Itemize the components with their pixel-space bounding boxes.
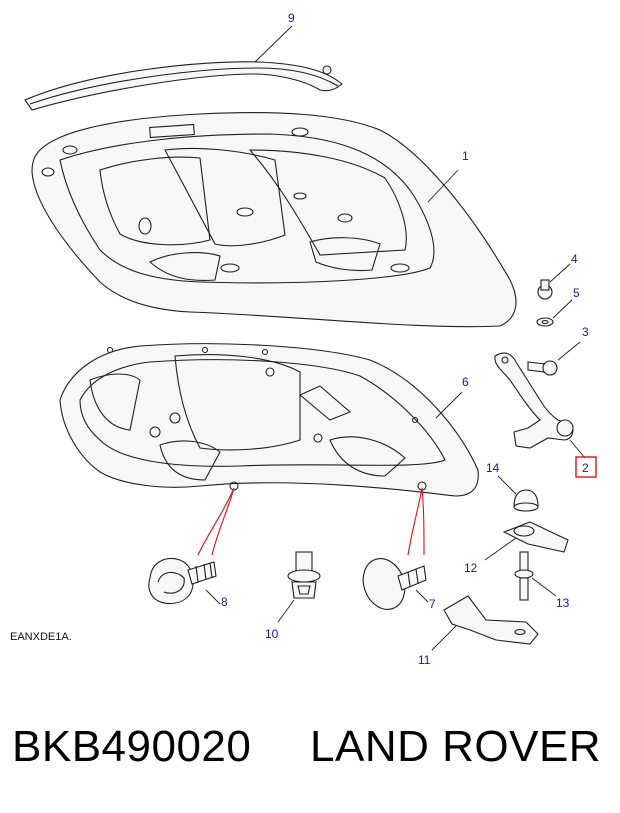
leader-7 <box>415 589 429 603</box>
callout-11: 11 <box>418 653 431 667</box>
callout-6: 6 <box>462 375 469 389</box>
part-7-push-clip <box>362 558 427 610</box>
callout-2: 2 <box>582 461 589 475</box>
part-8-clip <box>148 558 217 605</box>
leader-1 <box>427 169 459 203</box>
leader-2 <box>569 439 586 459</box>
part-number: BKB490020 <box>12 722 252 771</box>
part-13-stud <box>514 551 534 601</box>
parts-diagram: 9 1 <box>10 11 597 667</box>
part-3-screw <box>527 360 558 376</box>
part-11-bracket <box>443 595 539 645</box>
leader-9 <box>254 25 293 63</box>
leader-13 <box>531 577 557 597</box>
leader-3 <box>557 341 581 361</box>
leader-5 <box>552 299 573 319</box>
brand-name: LAND ROVER <box>310 722 602 771</box>
fixing-position-leaders <box>197 487 425 556</box>
highlighted-part-box <box>575 456 597 478</box>
part-6-inner-panel <box>59 343 479 497</box>
leader-10 <box>277 599 295 623</box>
leader-8 <box>205 589 221 605</box>
part-10-clip <box>287 551 321 599</box>
leader-12 <box>484 537 517 561</box>
callout-7: 7 <box>429 597 436 611</box>
leader-11 <box>431 625 457 651</box>
part-1-bonnet <box>31 112 517 328</box>
callout-14: 14 <box>486 461 500 475</box>
part-4-bolt <box>537 279 553 300</box>
callout-10: 10 <box>265 627 279 641</box>
part-14-cap-nut <box>513 489 539 512</box>
callout-8: 8 <box>221 595 228 609</box>
callout-3: 3 <box>582 325 589 339</box>
part-9-seal-strip <box>24 61 343 111</box>
leader-14 <box>497 475 517 495</box>
part-12-plate <box>502 521 569 553</box>
callout-1: 1 <box>462 149 469 163</box>
callout-5: 5 <box>573 286 580 300</box>
callout-13: 13 <box>556 596 570 610</box>
part-5-washer <box>536 317 554 327</box>
leader-6 <box>435 391 463 419</box>
diagram-reference-code: EANXDE1A. <box>10 631 72 643</box>
callout-12: 12 <box>464 561 478 575</box>
part-2-hinge <box>494 352 574 449</box>
callout-4: 4 <box>571 252 578 266</box>
leader-4 <box>549 263 571 283</box>
callout-9: 9 <box>288 11 295 25</box>
